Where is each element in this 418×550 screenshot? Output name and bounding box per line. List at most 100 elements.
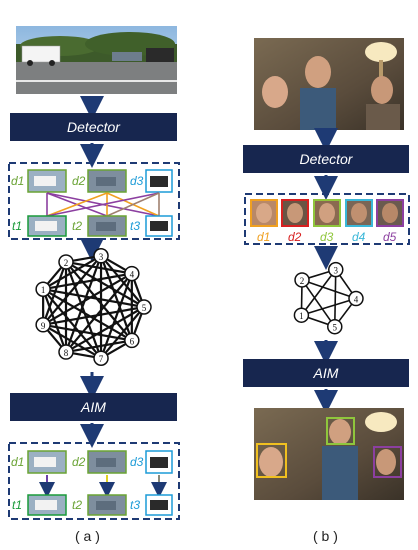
graph-a-node-label-4: 4 bbox=[130, 270, 135, 280]
graph-b-node-label-5: 5 bbox=[333, 323, 338, 333]
face-thumb-d2 bbox=[281, 199, 309, 227]
indoor-scene-image bbox=[254, 38, 404, 130]
detector-block-b: Detector bbox=[243, 145, 409, 173]
graph-b-node-1 bbox=[293, 307, 310, 323]
graph-b-node-label-4: 4 bbox=[354, 295, 359, 305]
label-a-result-t3: t3 bbox=[130, 498, 141, 512]
result-track-t2 bbox=[87, 494, 127, 516]
graph-b-node-label-2: 2 bbox=[300, 276, 305, 286]
aim-label-a: AIM bbox=[81, 399, 106, 415]
detection-thumb-d2 bbox=[87, 169, 127, 193]
tracked-face-box-2 bbox=[326, 417, 355, 445]
face-thumb-d5 bbox=[376, 199, 404, 227]
graph-a-node-label-2: 2 bbox=[64, 258, 69, 268]
graph-b-node-2 bbox=[294, 272, 310, 288]
association-lines bbox=[46, 192, 160, 217]
graph-a-node-6 bbox=[124, 332, 140, 349]
graph-a-node-7 bbox=[93, 350, 109, 366]
track-thumb-t1 bbox=[27, 215, 67, 237]
face-thumb-d1 bbox=[250, 199, 278, 227]
result-track-t3 bbox=[145, 494, 173, 516]
graph-a-node-label-7: 7 bbox=[99, 354, 104, 364]
graph-b: 1 2 3 4 5 bbox=[293, 261, 364, 335]
graph-a-edge bbox=[100, 255, 145, 308]
graph-a-edge bbox=[42, 288, 133, 342]
result-box-a bbox=[8, 442, 180, 520]
graph-a-edge bbox=[65, 339, 133, 354]
graph-a-node-1 bbox=[35, 281, 51, 297]
caption-b: ( b ) bbox=[313, 528, 338, 544]
graph-a-edge bbox=[42, 323, 133, 342]
graph-a-edge bbox=[100, 306, 145, 359]
graph-a-edge bbox=[42, 305, 145, 326]
graph-a-edge bbox=[42, 323, 102, 360]
face-thumb-d3 bbox=[313, 199, 341, 227]
faces-box-b bbox=[244, 193, 410, 245]
result-scene-image bbox=[254, 408, 404, 500]
graph-a-edge bbox=[42, 261, 68, 326]
label-a-result-d3: d3 bbox=[130, 455, 144, 469]
graph-b-edge bbox=[300, 269, 337, 316]
graph-a-edge bbox=[42, 255, 102, 326]
graph-a-edge bbox=[64, 261, 103, 359]
graph-a-edge bbox=[42, 288, 68, 353]
graph-a-node-label-9: 9 bbox=[41, 321, 46, 331]
graph-a-node-label-3: 3 bbox=[99, 252, 104, 262]
graph-a-node-2 bbox=[58, 254, 74, 270]
graph-a-node-label-8: 8 bbox=[64, 348, 69, 358]
graph-a-edge bbox=[42, 288, 145, 309]
graph-a-node-label-1: 1 bbox=[41, 285, 46, 295]
track-thumb-t3 bbox=[145, 215, 173, 237]
track-thumb-t2 bbox=[87, 215, 127, 237]
graph-a-node-9 bbox=[35, 317, 51, 333]
label-a-result-d2: d2 bbox=[72, 455, 86, 469]
graph-a-node-8 bbox=[58, 344, 74, 360]
label-a-t1: t1 bbox=[12, 219, 23, 233]
detection-thumb-d3 bbox=[145, 169, 173, 193]
graph-a-edge bbox=[42, 272, 133, 326]
tracked-face-box-1 bbox=[256, 443, 287, 478]
detector-label-b: Detector bbox=[299, 151, 353, 167]
result-detection-d2 bbox=[87, 450, 127, 474]
label-a-t2: t2 bbox=[72, 219, 83, 233]
detector-block-a: Detector bbox=[10, 113, 177, 141]
graph-b-node-label-3: 3 bbox=[334, 266, 339, 276]
caption-a: ( a ) bbox=[75, 528, 100, 544]
graph-b-edge bbox=[301, 279, 336, 328]
detection-thumb-d1 bbox=[27, 169, 67, 193]
graph-b-node-3 bbox=[328, 261, 344, 278]
graph-b-node-label-1: 1 bbox=[299, 311, 304, 321]
result-detection-d1 bbox=[27, 450, 67, 474]
detector-label-a: Detector bbox=[67, 119, 120, 135]
result-detection-d3 bbox=[145, 450, 173, 474]
tracked-face-box-3 bbox=[373, 446, 402, 478]
graph-b-edge bbox=[301, 279, 357, 300]
label-a-t3: t3 bbox=[130, 219, 141, 233]
graph-a-node-label-5: 5 bbox=[142, 303, 147, 313]
graph-a-edge bbox=[65, 272, 133, 353]
graph-b-node-4 bbox=[348, 290, 364, 307]
label-a-result-t1: t1 bbox=[12, 498, 23, 512]
graph-b-node-5 bbox=[327, 318, 343, 335]
label-b-d4: d4 bbox=[352, 230, 366, 244]
street-scene-image bbox=[16, 26, 177, 94]
graph-b-edge bbox=[333, 269, 337, 327]
label-a-result-t2: t2 bbox=[72, 498, 83, 512]
label-b-d5: d5 bbox=[383, 230, 397, 244]
graph-a-node-5 bbox=[136, 299, 152, 315]
face-thumb-d4 bbox=[345, 199, 373, 227]
label-a-d2: d2 bbox=[72, 174, 86, 188]
graph-a-edge bbox=[65, 261, 133, 342]
label-a-result-d1: d1 bbox=[11, 455, 25, 469]
aim-label-b: AIM bbox=[313, 365, 339, 381]
label-a-d1: d1 bbox=[11, 174, 25, 188]
label-b-d3: d3 bbox=[320, 230, 334, 244]
label-b-d1: d1 bbox=[257, 230, 271, 244]
graph-a-edge bbox=[65, 260, 133, 275]
